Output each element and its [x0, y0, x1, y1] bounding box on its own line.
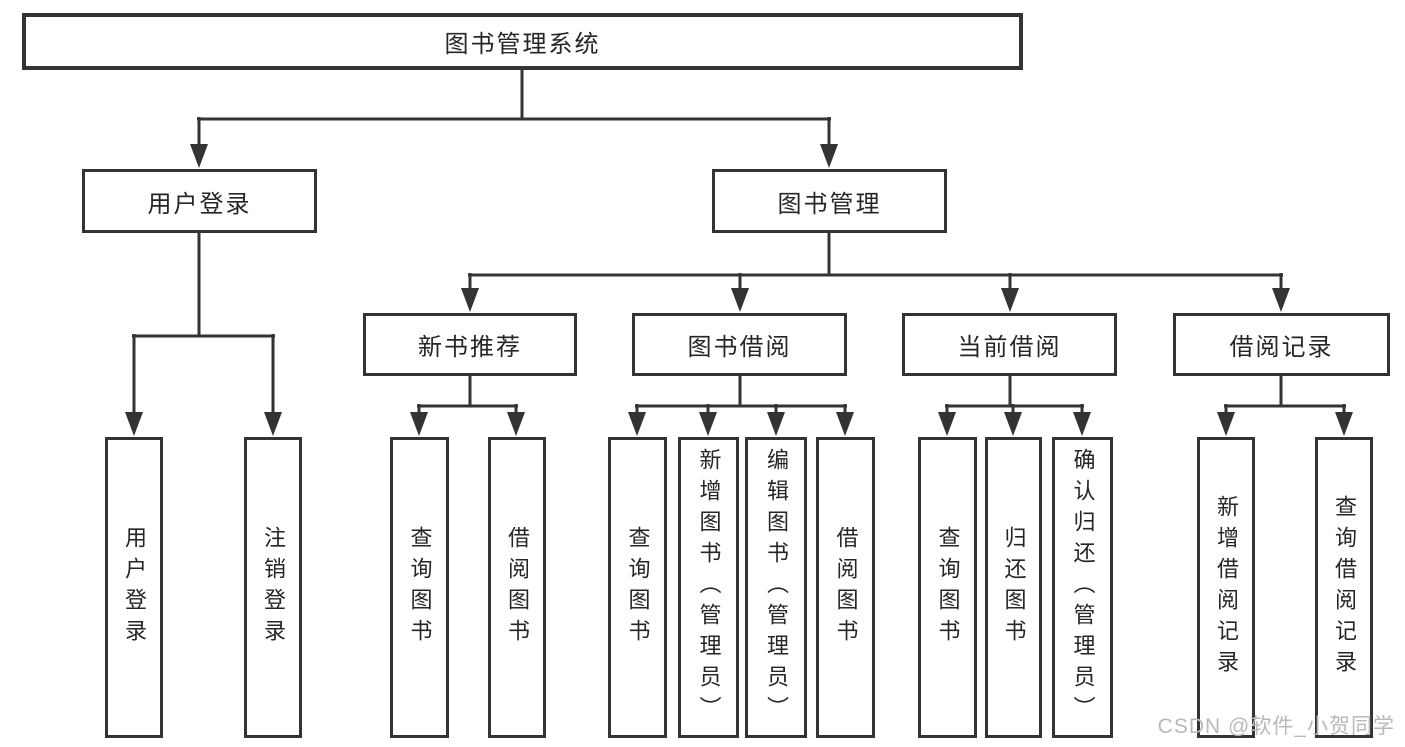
arrowhead: [1217, 412, 1235, 436]
arrowhead: [731, 288, 749, 312]
arrowhead: [1073, 412, 1091, 436]
node-borrow-records: 借阅记录: [1173, 313, 1390, 376]
leaf-query-books-1: 查询图书: [390, 437, 449, 738]
leaf-user-login: 用户登录: [105, 437, 163, 738]
arrowhead: [461, 288, 479, 312]
arrowhead: [1272, 288, 1290, 312]
arrowhead: [125, 412, 143, 436]
arrowhead: [820, 144, 838, 168]
leaf-edit-book-admin: 编辑图书（管理员）: [745, 437, 807, 738]
leaf-logout: 注销登录: [244, 437, 302, 738]
leaf-add-borrow-record: 新增借阅记录: [1197, 437, 1255, 738]
arrowhead: [628, 412, 646, 436]
arrowhead: [507, 412, 525, 436]
leaf-borrow-books-2: 借阅图书: [816, 437, 875, 738]
arrowhead: [1335, 412, 1353, 436]
node-user-login: 用户登录: [82, 169, 317, 233]
arrowhead: [264, 412, 282, 436]
node-new-book-recommend: 新书推荐: [363, 313, 577, 376]
node-book-borrow: 图书借阅: [632, 313, 847, 376]
arrowhead: [938, 412, 956, 436]
arrowhead: [190, 144, 208, 168]
leaf-return-book: 归还图书: [985, 437, 1042, 738]
arrowhead: [1004, 412, 1022, 436]
arrowhead: [410, 412, 428, 436]
arrowhead: [699, 412, 717, 436]
leaf-borrow-books-1: 借阅图书: [488, 437, 546, 738]
leaf-add-book-admin: 新增图书（管理员）: [678, 437, 739, 738]
node-current-borrow: 当前借阅: [902, 313, 1117, 376]
node-library-management-system: 图书管理系统: [22, 13, 1023, 70]
arrowhead: [767, 412, 785, 436]
arrowhead: [836, 412, 854, 436]
node-book-management: 图书管理: [712, 169, 947, 233]
leaf-confirm-return-admin: 确认归还（管理员）: [1052, 437, 1113, 738]
leaf-query-books-2: 查询图书: [608, 437, 667, 738]
arrowhead: [1001, 288, 1019, 312]
watermark: CSDN @软件_小贺同学: [1157, 715, 1395, 738]
leaf-query-borrow-record: 查询借阅记录: [1315, 437, 1373, 738]
leaf-query-books-3: 查询图书: [918, 437, 977, 738]
connector-trunks: [132, 67, 1346, 418]
